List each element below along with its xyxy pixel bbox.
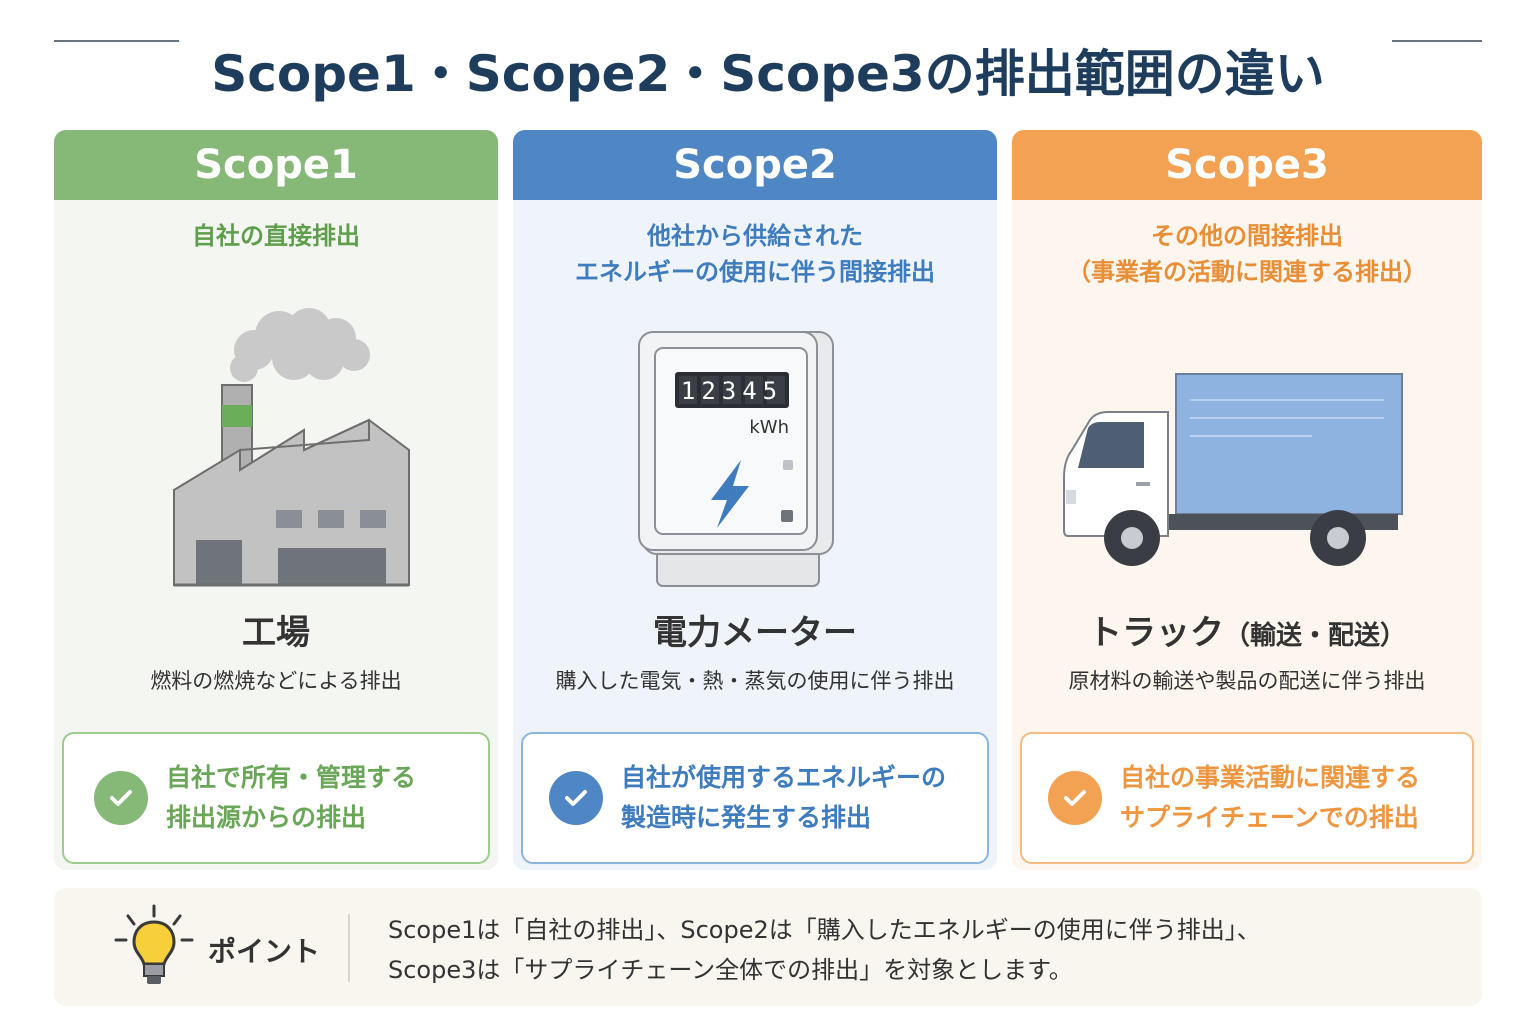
scope1-definition-box: 自社で所有・管理する 排出源からの排出	[62, 732, 490, 864]
scope1-header: Scope1	[54, 130, 498, 200]
title-line-right	[1392, 40, 1482, 42]
scope1-item-name: 工場	[242, 613, 310, 653]
point-box: ポイント Scope1は「自社の排出」、Scope2は「購入したエネルギーの使用…	[54, 888, 1482, 1006]
factory-illustration	[54, 300, 498, 600]
title-row: Scope1・Scope2・Scope3の排出範囲の違い	[0, 30, 1536, 110]
check-icon	[94, 771, 148, 825]
meter-illustration: 12345 kWh	[513, 300, 997, 600]
scope2-item-name: 電力メーター	[653, 613, 857, 653]
scope3-item-desc: 原材料の輸送や製品の配送に伴う排出	[1068, 669, 1426, 693]
meter-reading: 12345	[681, 377, 783, 405]
title-line-left	[54, 40, 179, 42]
scope2-subtitle: 他社から供給された エネルギーの使用に伴う間接排出	[575, 222, 935, 286]
scope2-header: Scope2	[513, 130, 997, 200]
lightbulb-icon	[114, 902, 194, 996]
scope3-item-name: トラック（輸送・配送）	[1087, 613, 1406, 653]
check-icon	[549, 771, 603, 825]
check-icon	[1048, 771, 1102, 825]
scope2-definition-box: 自社が使用するエネルギーの 製造時に発生する排出	[521, 732, 989, 864]
scope1-card: Scope1 自社の直接排出	[54, 130, 498, 870]
scope2-card: Scope2 他社から供給された エネルギーの使用に伴う間接排出 12345 k…	[513, 130, 997, 870]
scope3-card: Scope3 その他の間接排出 （事業者の活動に関連する排出） トラック（輸送・…	[1012, 130, 1482, 870]
scope3-header: Scope3	[1012, 130, 1482, 200]
scope1-subtitle: 自社の直接排出	[192, 222, 360, 250]
point-label: ポイント	[208, 935, 321, 968]
truck-icon	[1063, 373, 1403, 566]
scope3-subtitle: その他の間接排出 （事業者の活動に関連する排出）	[1067, 222, 1427, 286]
scope2-item-desc: 購入した電気・熱・蒸気の使用に伴う排出	[555, 669, 955, 693]
scope3-definition-box: 自社の事業活動に関連する サプライチェーンでの排出	[1020, 732, 1474, 864]
page-title: Scope1・Scope2・Scope3の排出範囲の違い	[211, 45, 1325, 103]
scope3-definition-text: 自社の事業活動に関連する サプライチェーンでの排出	[1120, 763, 1421, 832]
scope2-definition-text: 自社が使用するエネルギーの 製造時に発生する排出	[621, 763, 947, 832]
meter-unit: kWh	[749, 417, 789, 438]
point-divider	[348, 914, 350, 982]
factory-icon	[173, 308, 410, 587]
lightning-icon	[711, 460, 749, 528]
point-text: Scope1は「自社の排出」、Scope2は「購入したエネルギーの使用に伴う排出…	[388, 916, 1261, 984]
truck-illustration	[1012, 300, 1482, 600]
scope1-item-desc: 燃料の燃焼などによる排出	[150, 669, 402, 693]
electric-meter-icon: 12345 kWh	[638, 331, 834, 587]
scope1-definition-text: 自社で所有・管理する 排出源からの排出	[166, 763, 417, 832]
